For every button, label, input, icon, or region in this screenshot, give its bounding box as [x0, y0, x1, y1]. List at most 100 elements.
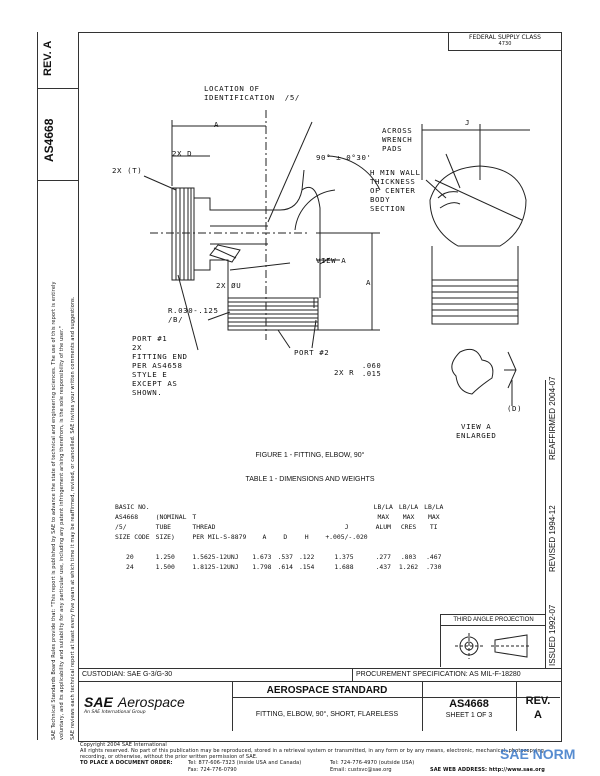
fsc-label: FEDERAL SUPPLY CLASS	[469, 34, 541, 41]
logo-sae-text: SAE	[84, 694, 113, 710]
revised-date: REVISED 1994-12	[548, 505, 557, 572]
table-header-cell: J	[344, 523, 349, 531]
table-header-cell	[249, 522, 274, 532]
projection-box: THIRD ANGLE PROJECTION	[440, 614, 546, 667]
rev-label-side: REV. A	[42, 40, 54, 76]
table-header-cell: CRES	[400, 523, 417, 531]
view-a-enlarged-label: VIEW A ENLARGED	[456, 422, 497, 440]
table-header-cell: LB/LA	[373, 503, 393, 511]
table-header-cell: PER MIL-S-8879	[192, 533, 247, 541]
email: Email: custsvc@sae.org	[330, 767, 392, 773]
table-cell: 1.5625-12UNJ	[192, 553, 239, 561]
table-header-cell: MAX	[377, 513, 390, 521]
dim-d-ref: (D)	[507, 404, 523, 413]
side-divider-2	[37, 180, 78, 181]
order-label: TO PLACE A DOCUMENT ORDER:	[80, 760, 173, 766]
fsc-box: FEDERAL SUPPLY CLASS 4730	[448, 32, 561, 51]
footer-doc-number: AS4668	[449, 698, 489, 710]
table-cell: 20	[126, 553, 134, 561]
custodian: CUSTODIAN: SAE G-3/G-30	[82, 671, 173, 678]
table-header-cell: MAX	[428, 513, 440, 521]
table-header-cell	[189, 502, 249, 512]
web-address: SAE WEB ADDRESS: http://www.sae.org	[430, 767, 545, 773]
table-header-cell	[296, 522, 317, 532]
tel-1: Tel: 877-606-7323 (inside USA and Canada…	[188, 760, 302, 766]
table-caption: TABLE 1 - DIMENSIONS AND WEIGHTS	[245, 476, 375, 483]
procurement-spec: PROCUREMENT SPECIFICATION: AS MIL-F-1828…	[356, 671, 521, 678]
right-strip-line	[545, 380, 546, 668]
table-cell: .154	[298, 563, 315, 571]
table-cell: 1.250	[155, 553, 175, 561]
table-header-cell: THREAD	[192, 523, 216, 531]
side-divider	[37, 88, 78, 89]
table-header-cell: /5/	[115, 523, 127, 531]
sae-logo: SAE Aerospace An SAE International Group	[84, 692, 232, 715]
table-cell: .122	[298, 553, 315, 561]
port1-label: PORT #1 2X FITTING END PER AS4658 STYLE …	[132, 334, 188, 397]
standard-title: AEROSPACE STANDARD	[266, 685, 388, 696]
table-header-cell: TI	[429, 523, 438, 531]
table-header-cell: LB/LA	[398, 503, 419, 511]
table-header-cell	[371, 532, 396, 542]
table-cell: .803	[400, 553, 417, 561]
table-header-cell	[317, 502, 370, 512]
rights-2: recording, or otherwise, without the pri…	[80, 754, 258, 760]
table-cell: 24	[126, 563, 134, 571]
table-header-cell	[396, 532, 421, 542]
drawing-frame	[78, 32, 562, 742]
location-label: LOCATION OF IDENTIFICATION /5/	[204, 84, 300, 102]
sheet-number: SHEET 1 OF 3	[445, 712, 493, 719]
table-header-cell: A	[262, 533, 267, 541]
table-header-cell: BASIC NO.	[115, 503, 150, 511]
table-header-cell	[153, 502, 190, 512]
table-header-cell: D	[283, 533, 288, 541]
part-title: FITTING, ELBOW, 90°, SHORT, FLARELESS	[255, 711, 399, 718]
table-header-cell	[249, 512, 274, 522]
table-header-cell	[296, 502, 317, 512]
footer-top-line	[78, 668, 561, 669]
table-header-cell	[249, 502, 274, 512]
table-header-cell: SIZE CODE	[115, 533, 150, 541]
projection-label: THIRD ANGLE PROJECTION	[453, 617, 534, 623]
copyright: Copyright 2004 SAE International	[80, 742, 167, 748]
footer-rev-value: A	[534, 709, 542, 721]
fitting-drawing	[143, 110, 530, 406]
fsc-value: 4730	[498, 41, 512, 47]
footer-rev-label: REV.	[525, 695, 551, 707]
footer-rev: REV. A	[516, 694, 560, 722]
table-header-cell	[275, 502, 296, 512]
across-wrench-label: ACROSS WRENCH PADS	[382, 126, 413, 153]
table-cell: 1.262	[398, 563, 419, 571]
table-cell: .730	[426, 563, 442, 571]
radius-tolerance: .060 .015	[362, 362, 382, 378]
table-header-cell	[275, 522, 296, 532]
table-header-cell: AS4668	[115, 513, 139, 521]
table-header-cell: T	[192, 513, 197, 521]
fax: Fax: 724-776-0790	[188, 767, 237, 773]
table-cell: 1.500	[155, 563, 175, 571]
angle-label: 90° ± 0°30'	[316, 153, 372, 162]
table-header-cell: (NOMINAL	[155, 513, 187, 521]
left-strip	[37, 32, 79, 740]
view-a-label: VIEW A	[316, 256, 347, 265]
dim-a-right: A	[366, 278, 372, 287]
table-cell: .467	[426, 553, 442, 561]
dim-a-top: A	[214, 120, 220, 129]
figure-caption: FIGURE 1 - FITTING, ELBOW, 90°	[255, 452, 365, 459]
port2-label: PORT #2	[294, 348, 330, 357]
table-header-cell: H	[304, 533, 309, 541]
radius-label: R.030-.125 /B/	[168, 306, 219, 324]
table-header-cell: ALUM	[375, 523, 391, 531]
table-cell: 1.375	[334, 553, 354, 561]
dim-2x-u: 2X ØU	[216, 281, 242, 290]
table-header-cell	[317, 512, 370, 522]
table-header-cell: SIZE)	[155, 533, 175, 541]
table-cell: .537	[277, 553, 293, 561]
watermark: SAE NORM	[500, 746, 576, 762]
